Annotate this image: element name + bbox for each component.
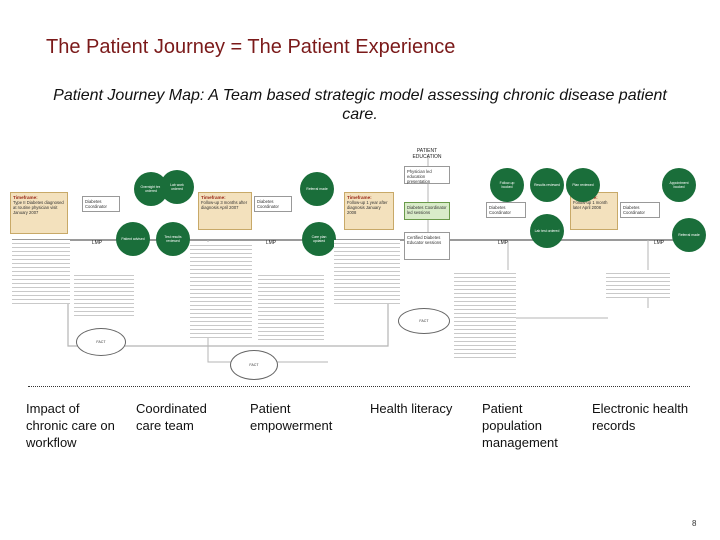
step-circle: Test results reviewed [156, 222, 190, 256]
column-population-management: Patient population management [482, 401, 558, 450]
step-circle: Results reviewed [530, 168, 564, 202]
fact-bubble: FACT [230, 350, 278, 380]
notes-block [454, 270, 516, 360]
lmp-label-3: LMP [497, 240, 509, 246]
timeframe-box-1: Timeframe: Type II Diabetes diagnosed at… [10, 192, 68, 234]
step-circle: Lab work ordered [160, 170, 194, 204]
step-circle: Lab test ordered [530, 214, 564, 248]
lmp-label-2: LMP [265, 240, 277, 246]
step-circle: Care plan updated [302, 222, 336, 256]
step-circle: Appointment booked [662, 168, 696, 202]
lmp-label-1: LMP [91, 240, 103, 246]
column-ehr: Electronic health records [592, 401, 689, 433]
step-circle: Referral made [672, 218, 706, 252]
fact-bubble: FACT [398, 308, 450, 334]
education-box-3: Certified Diabetes Educator sessions [404, 232, 450, 260]
divider-rule [28, 386, 690, 387]
education-box-2: Diabetes Coordinator led sessions [404, 202, 450, 220]
step-circle: Follow-up booked [490, 168, 524, 202]
step-circle: Plan reviewed [566, 168, 600, 202]
timeframe-text: Follow-up 1 year after diagnosis January… [347, 200, 388, 215]
timeframe-box-3: Timeframe: Follow-up 1 year after diagno… [344, 192, 394, 230]
coordinator-box-4: Diabetes Coordinator [620, 202, 660, 218]
slide-subtitle: Patient Journey Map: A Team based strate… [53, 87, 667, 123]
notes-block [606, 270, 670, 298]
notes-block [12, 240, 70, 304]
timeframe-heading: Timeframe: [347, 195, 372, 200]
notes-block [258, 272, 324, 342]
notes-block [74, 272, 134, 316]
coordinator-box-3: Diabetes Coordinator [486, 202, 526, 218]
timeframe-text: Type II Diabetes diagnosed at routine ph… [13, 200, 64, 215]
timeframe-heading: Timeframe: [201, 195, 226, 200]
lmp-label-4: LMP [653, 240, 665, 246]
column-empowerment: Patient empowerment [250, 401, 333, 433]
timeframe-box-2: Timeframe: Follow-up 3 months after diag… [198, 192, 252, 230]
fact-bubble: FACT [76, 328, 126, 356]
journey-map: PATIENT EDUCATION Timeframe: Type II Dia… [8, 148, 712, 380]
step-circle: Referral made [300, 172, 334, 206]
column-health-literacy: Health literacy [370, 401, 453, 416]
column-care-team: Coordinated care team [136, 401, 207, 433]
notes-block [190, 242, 252, 338]
education-box-1: Physician led education presentation [404, 166, 450, 184]
timeframe-heading: Timeframe: [13, 195, 38, 200]
timeframe-text: Follow-up 1 month later April 2008 [573, 200, 608, 210]
timeframe-text: Follow-up 3 months after diagnosis April… [201, 200, 248, 210]
step-circle: Patient advised [116, 222, 150, 256]
patient-education-label: PATIENT EDUCATION [412, 148, 442, 160]
slide-title: The Patient Journey = The Patient Experi… [46, 36, 456, 58]
notes-block [334, 240, 400, 304]
page-number: 8 [692, 519, 697, 528]
coordinator-box-2: Diabetes Coordinator [254, 196, 292, 212]
coordinator-box-1: Diabetes Coordinator [82, 196, 120, 212]
column-workflow: Impact of chronic care on workflow [26, 401, 115, 450]
